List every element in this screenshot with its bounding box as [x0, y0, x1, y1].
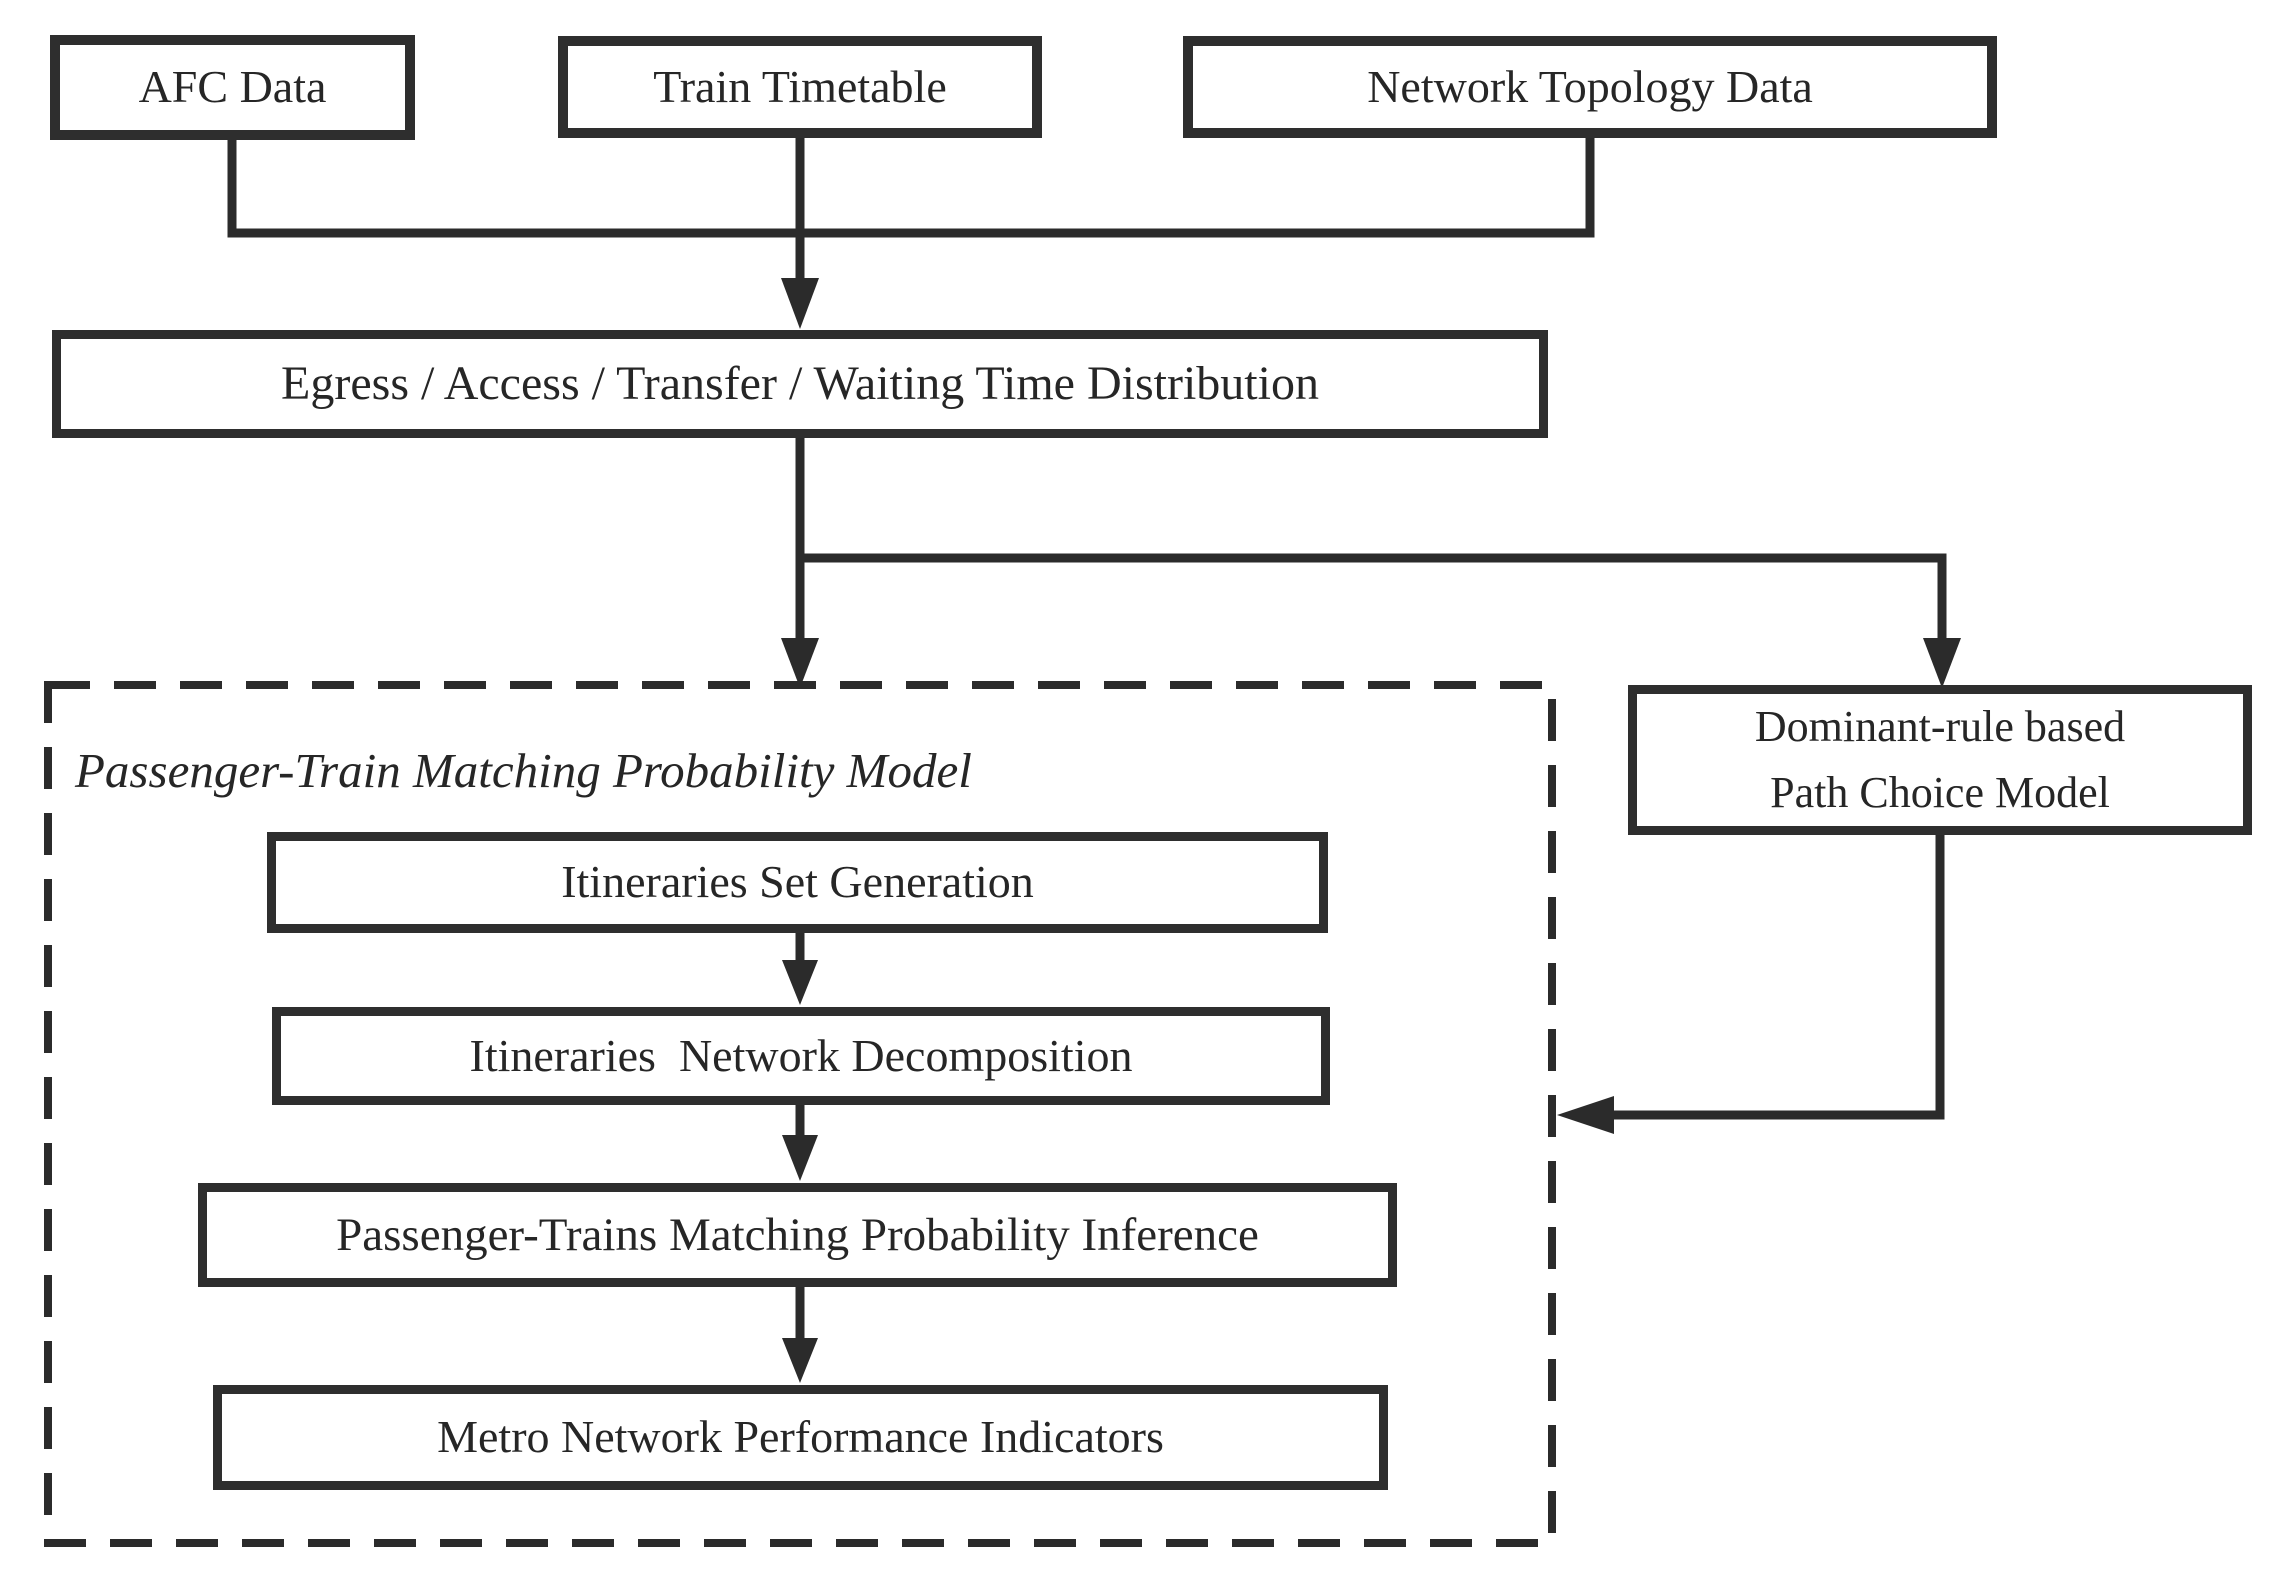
node-itineraries-network-decomposition: Itineraries Network Decomposition — [272, 1007, 1330, 1105]
arrowhead-into-inference — [782, 1135, 818, 1181]
model-container-border — [44, 681, 1556, 1547]
arrowhead-into-distribution — [781, 278, 819, 329]
node-time-distribution: Egress / Access / Transfer / Waiting Tim… — [52, 330, 1548, 438]
node-passenger-trains-matching-probability-inference-label: Passenger-Trains Matching Probability In… — [336, 1208, 1259, 1261]
node-dominant-rule-path-choice-model: Dominant-rule based Path Choice Model — [1628, 685, 2252, 835]
connector-branch-right — [800, 553, 1947, 640]
connector-merge-top — [227, 138, 1595, 238]
arrowhead-into-decomp — [782, 960, 818, 1005]
node-itineraries-set-generation-label: Itineraries Set Generation — [561, 856, 1034, 908]
node-dominant-rule-label-line1: Dominant-rule based — [1754, 702, 2126, 751]
node-network-topology-data-label: Network Topology Data — [1367, 60, 1813, 112]
arrowhead-into-model-container — [781, 638, 819, 688]
node-metro-network-performance-indicators: Metro Network Performance Indicators — [213, 1385, 1388, 1490]
node-dominant-rule-label-line2: Path Choice Model — [1770, 768, 2110, 817]
node-passenger-trains-matching-probability-inference: Passenger-Trains Matching Probability In… — [198, 1183, 1397, 1287]
node-train-timetable: Train Timetable — [558, 36, 1042, 138]
node-network-topology-data: Network Topology Data — [1183, 36, 1997, 138]
node-afc-data-label: AFC Data — [138, 61, 327, 113]
node-afc-data: AFC Data — [50, 35, 415, 140]
node-itineraries-set-generation: Itineraries Set Generation — [267, 832, 1328, 933]
connector-feedback — [1612, 835, 1945, 1120]
model-container-title: Passenger-Train Matching Probability Mod… — [75, 743, 972, 798]
node-time-distribution-label: Egress / Access / Transfer / Waiting Tim… — [281, 357, 1319, 411]
node-train-timetable-label: Train Timetable — [653, 60, 947, 112]
arrowhead-into-container-right — [1557, 1096, 1614, 1134]
arrowhead-into-indicators — [782, 1338, 818, 1383]
node-metro-network-performance-indicators-label: Metro Network Performance Indicators — [437, 1411, 1164, 1463]
arrowhead-into-dominant — [1923, 638, 1961, 688]
node-itineraries-network-decomposition-label: Itineraries Network Decomposition — [469, 1029, 1133, 1081]
